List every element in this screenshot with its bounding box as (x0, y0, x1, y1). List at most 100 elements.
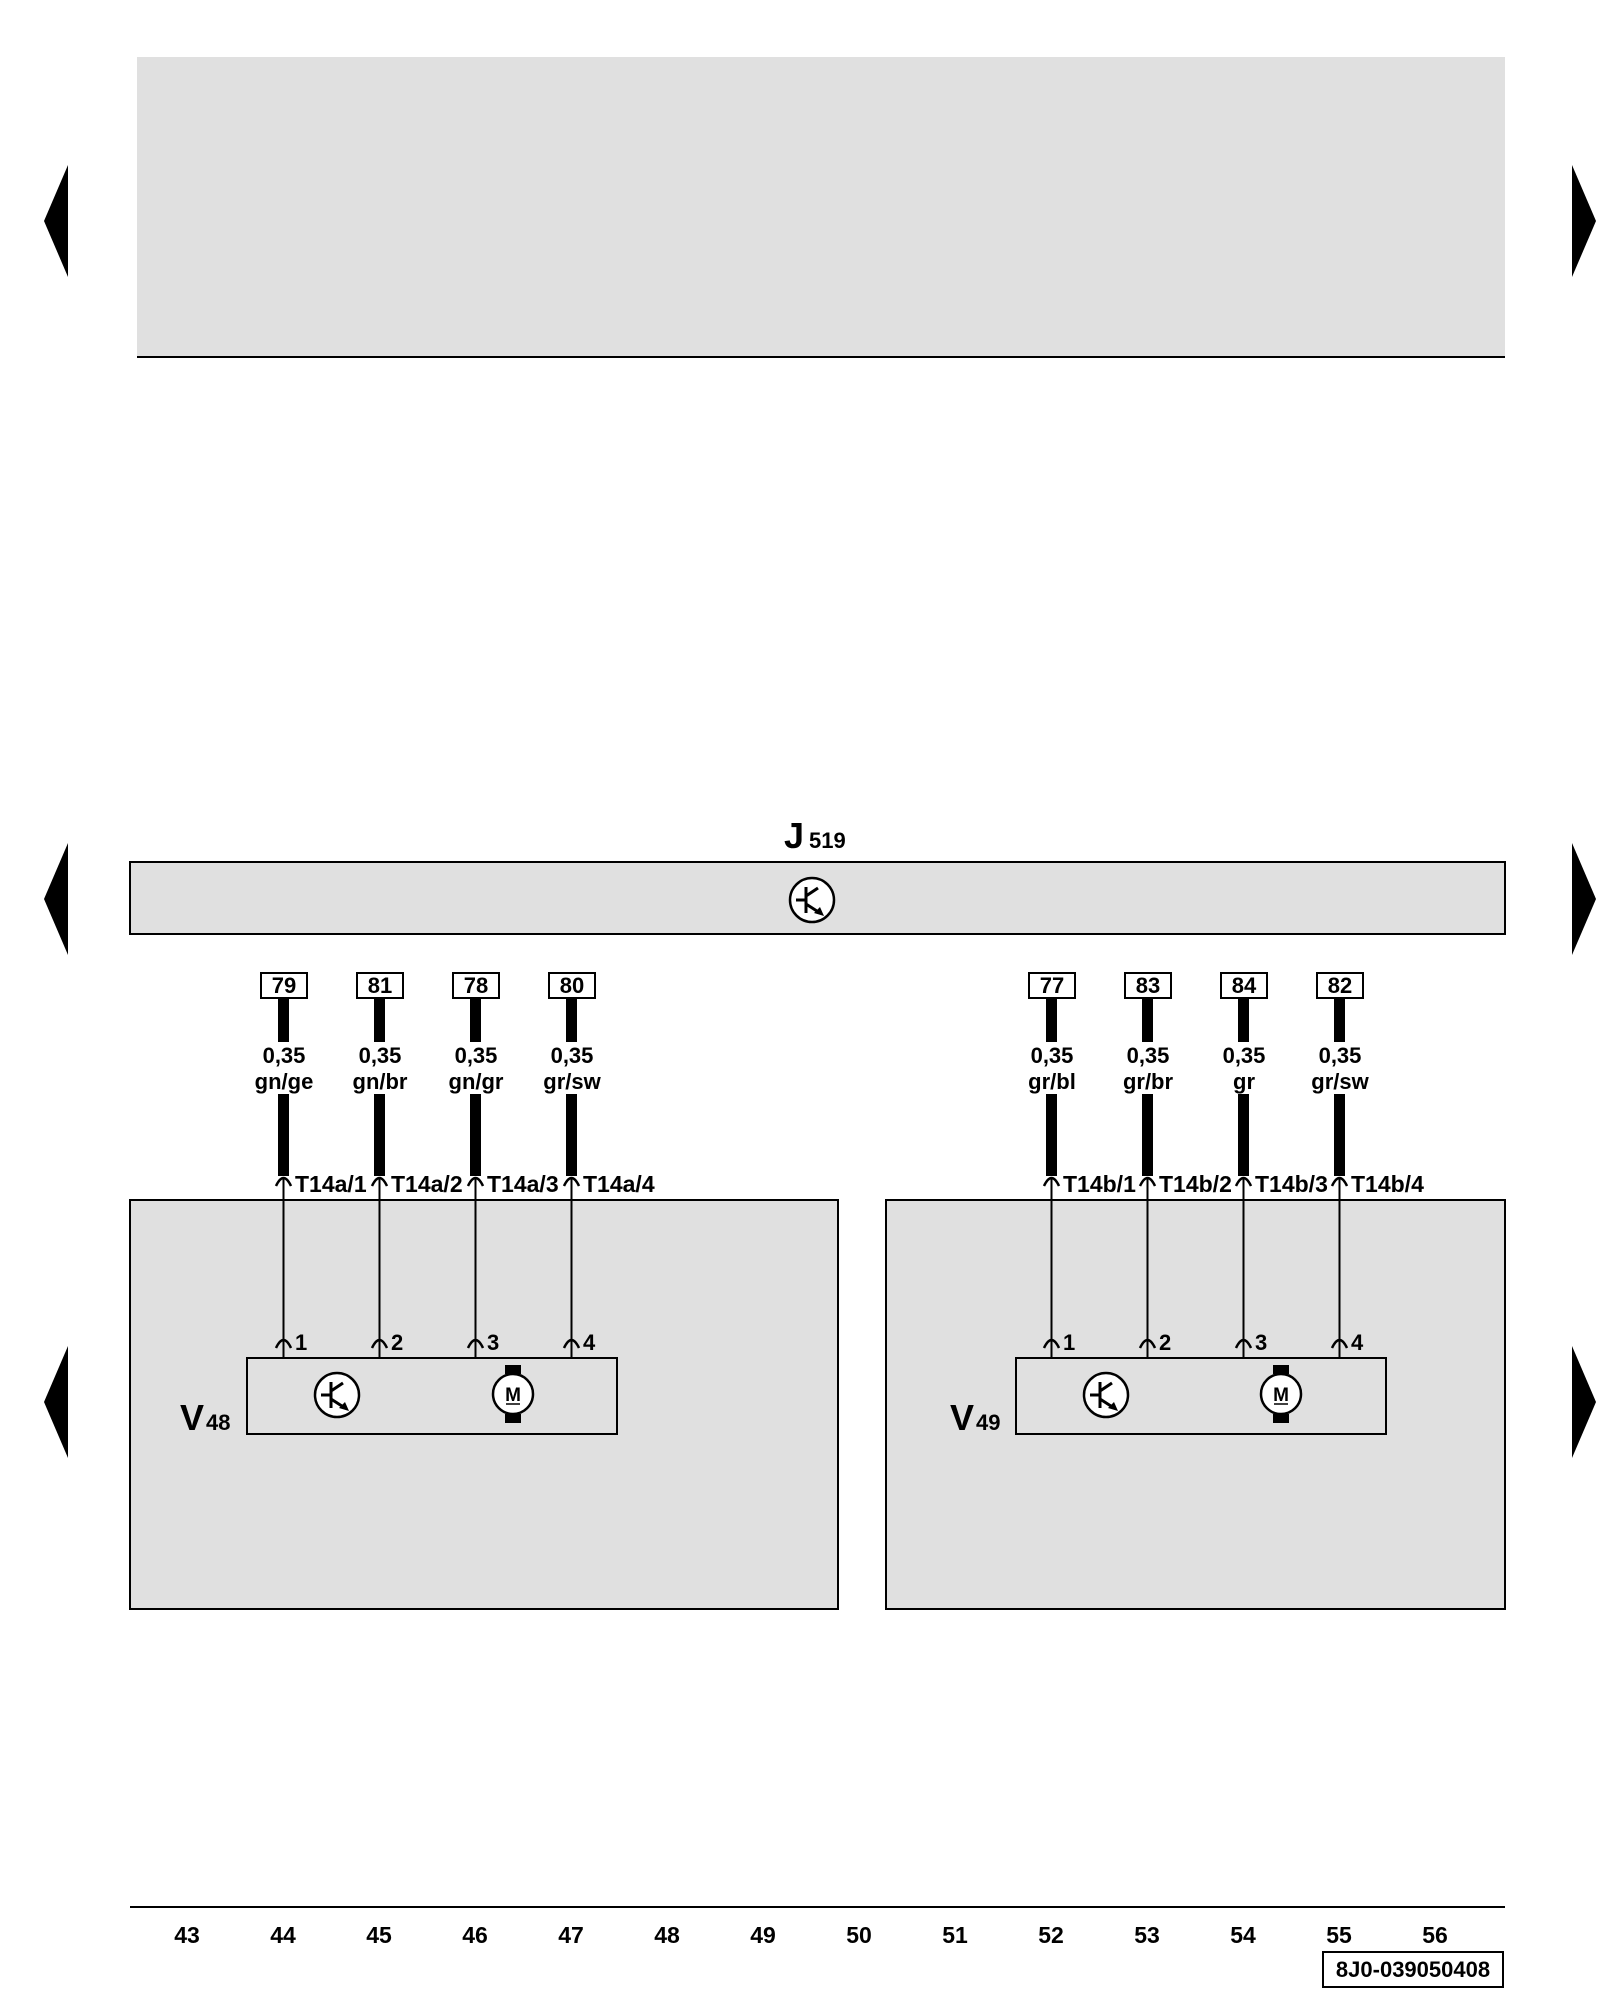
connector-pin-icon (1138, 1338, 1157, 1349)
node-box (1316, 972, 1364, 999)
wire-size: 0,35 (1319, 1043, 1362, 1068)
control-unit-sub: 519 (809, 828, 846, 853)
left-arrow-icon[interactable] (44, 1346, 68, 1458)
wire-color: gr/bl (1028, 1069, 1076, 1094)
node-number: 83 (1136, 973, 1160, 998)
column-numbers: 43 44 45 46 47 48 49 50 51 52 53 54 55 5… (174, 1922, 1448, 1948)
wire-84: 84 0,35 gr T14b/3 3 (1220, 972, 1328, 1358)
component-v48: V 48 M (180, 1357, 618, 1438)
pin-number: 2 (391, 1330, 403, 1355)
right-arrow-icon[interactable] (1572, 1346, 1596, 1458)
node-box (548, 972, 596, 999)
motor-letter: M (505, 1385, 521, 1406)
wire-color: gn/gr (449, 1069, 504, 1094)
connector-pin-icon (562, 1338, 581, 1349)
connector-label: T14b/2 (1159, 1171, 1232, 1197)
wire-segment (1046, 998, 1057, 1042)
wire-83: 83 0,35 gr/br T14b/2 2 (1123, 972, 1232, 1358)
connector-label: T14b/1 (1063, 1171, 1136, 1197)
node-number: 80 (560, 973, 584, 998)
wire-segment (1238, 1094, 1249, 1176)
wire-color: gn/ge (255, 1069, 314, 1094)
pin-number: 2 (1159, 1330, 1171, 1355)
column-number: 54 (1230, 1922, 1256, 1948)
node-box (1124, 972, 1172, 999)
connector-label: T14b/4 (1351, 1171, 1424, 1197)
pin-number: 3 (487, 1330, 499, 1355)
node-box (356, 972, 404, 999)
wire-segment (470, 998, 481, 1042)
wire-size: 0,35 (263, 1043, 306, 1068)
column-number: 48 (654, 1922, 680, 1948)
wire-81: 81 0,35 gn/br T14a/2 2 (353, 972, 463, 1358)
wire-segment (1238, 998, 1249, 1042)
wire-size: 0,35 (1223, 1043, 1266, 1068)
wire-segment (1046, 1094, 1057, 1176)
node-box (1220, 972, 1268, 999)
pin-number: 4 (583, 1330, 596, 1355)
transistor-icon (1082, 1371, 1130, 1419)
column-number: 49 (750, 1922, 776, 1948)
connector-label: T14b/3 (1255, 1171, 1328, 1197)
wire-size: 0,35 (1127, 1043, 1170, 1068)
pin-number: 1 (1063, 1330, 1075, 1355)
wire-size: 0,35 (551, 1043, 594, 1068)
wire-80: 80 0,35 gr/sw T14a/4 4 (543, 972, 655, 1358)
control-unit-label: J (784, 815, 804, 856)
transistor-icon (313, 1371, 361, 1419)
pin-number: 4 (1351, 1330, 1364, 1355)
page-nav-left[interactable] (44, 165, 68, 1458)
motor-icon: M (1259, 1365, 1303, 1423)
connector-pin-icon (1330, 1338, 1349, 1349)
component-sub: 48 (206, 1410, 230, 1435)
column-number: 50 (846, 1922, 872, 1948)
column-number: 47 (558, 1922, 584, 1948)
wire-segment (278, 998, 289, 1042)
wire-segment (1142, 998, 1153, 1042)
wire-segment (374, 1094, 385, 1176)
connector-pin-icon (274, 1338, 293, 1349)
node-number: 81 (368, 973, 392, 998)
header-panel (137, 57, 1505, 357)
motor-icon: M (491, 1365, 535, 1423)
right-arrow-icon[interactable] (1572, 165, 1596, 277)
wire-segment (374, 998, 385, 1042)
node-number: 78 (464, 973, 488, 998)
node-number: 77 (1040, 973, 1064, 998)
wire-segment (566, 998, 577, 1042)
wire-size: 0,35 (455, 1043, 498, 1068)
pin-number: 3 (1255, 1330, 1267, 1355)
wire-segment (470, 1094, 481, 1176)
wire-segment (1334, 998, 1345, 1042)
connector-pin-icon (370, 1338, 389, 1349)
node-number: 84 (1232, 973, 1257, 998)
column-number: 46 (462, 1922, 488, 1948)
left-arrow-icon[interactable] (44, 843, 68, 955)
wire-color: gr/sw (543, 1069, 601, 1094)
connector-label: T14a/3 (487, 1171, 559, 1197)
connector-label: T14a/2 (391, 1171, 463, 1197)
connector-pin-icon (1234, 1338, 1253, 1349)
column-number: 53 (1134, 1922, 1160, 1948)
column-number: 55 (1326, 1922, 1352, 1948)
doc-id-box (1322, 1951, 1504, 1988)
column-number: 44 (270, 1922, 296, 1948)
wire-segment (1142, 1094, 1153, 1176)
component-v49: V 49 M (950, 1357, 1387, 1438)
component-label: V (180, 1397, 204, 1438)
left-arrow-icon[interactable] (44, 165, 68, 277)
wire-segment (566, 1094, 577, 1176)
column-number: 51 (942, 1922, 968, 1948)
transistor-icon (788, 876, 836, 924)
component-sub: 49 (976, 1410, 1000, 1435)
right-arrow-icon[interactable] (1572, 843, 1596, 955)
column-number: 43 (174, 1922, 200, 1948)
wire-color: gr/sw (1311, 1069, 1369, 1094)
wire-size: 0,35 (1031, 1043, 1074, 1068)
pin-number: 1 (295, 1330, 307, 1355)
wire-color: gr (1233, 1069, 1255, 1094)
page-nav-right[interactable] (1572, 165, 1596, 1458)
motor-letter: M (1273, 1385, 1289, 1406)
doc-id: 8J0-039050408 (1336, 1957, 1490, 1982)
